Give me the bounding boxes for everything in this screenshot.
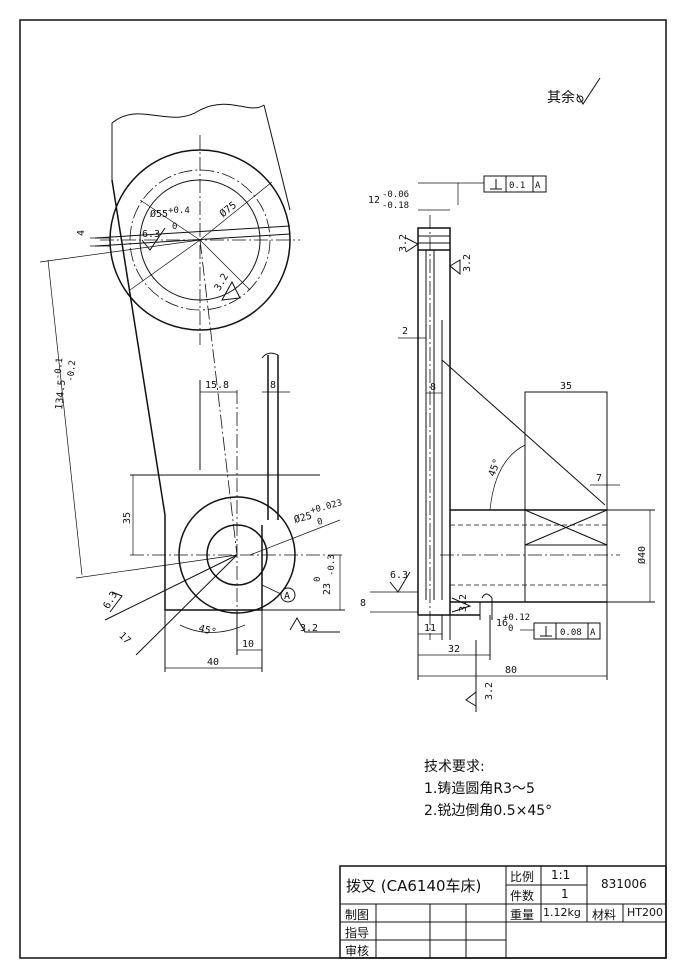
dim-11: 11: [424, 623, 436, 634]
roughness-icon: [221, 280, 241, 301]
roughness-icon: [141, 227, 166, 251]
review-label: 审核: [345, 944, 370, 958]
angle-45-a: 45°: [197, 623, 217, 638]
dim-8-b: 8: [430, 382, 436, 393]
drawn-by-label: 制图: [345, 908, 370, 922]
material-value: HT200: [627, 906, 663, 919]
material-label: 材料: [592, 908, 617, 922]
dim-35-right: 35: [560, 381, 572, 392]
datum-a-letter: A: [284, 591, 290, 602]
roughness-32-d: 3.2: [462, 254, 473, 272]
dim-23-tol-lower: -0.3: [327, 554, 337, 576]
dim-12-tol-upper: -0.06: [382, 190, 409, 200]
roughness-icon: [405, 237, 419, 253]
phi55-tol-lower: 0: [172, 222, 177, 232]
dim-32: 32: [448, 644, 460, 655]
dim-16: 16: [496, 618, 508, 629]
dim-40-left: 40: [207, 657, 219, 668]
roughness-63-a: 6.3: [142, 229, 160, 240]
scale-value: 1:1: [551, 868, 571, 882]
roughness-32-c: 3.2: [398, 234, 409, 252]
weight-value: 1.12kg: [543, 906, 581, 919]
qty-value: 1: [561, 887, 569, 901]
dim-16-tol-lower: 0: [508, 624, 513, 634]
roughness-63-c: 6.3: [390, 570, 408, 581]
dim-16-tol-upper: +0.12: [503, 613, 530, 623]
center-distance-tol-lower: -0.2: [66, 360, 78, 383]
perpendicular-icon: [540, 626, 552, 637]
dim-12: 12: [368, 195, 380, 206]
perp-datum-bottom: A: [590, 628, 596, 638]
roughness-32-b: 3.2: [300, 623, 318, 634]
weight-label: 重量: [510, 908, 535, 922]
dim-12-tol-lower: -0.18: [382, 201, 409, 211]
hub-block: [524, 391, 608, 603]
roughness-icon: [465, 691, 477, 707]
title-block: [339, 865, 667, 959]
center-distance-dim: 134.5-0.1: [50, 357, 70, 410]
dim-2: 2: [402, 326, 408, 337]
perp-datum-top: A: [535, 181, 541, 191]
roughness-circle-icon: [576, 95, 584, 103]
dim-80: 80: [505, 665, 517, 676]
dim-17: 17: [116, 630, 132, 646]
scale-label: 比例: [510, 870, 535, 884]
phi25-tol-lower: 0: [316, 517, 324, 528]
dim-10: 10: [242, 639, 254, 650]
perp-tol-bottom: 0.08: [560, 628, 582, 638]
qty-label: 件数: [510, 889, 535, 903]
drawing-border: [19, 19, 667, 959]
roughness-32-f: 3.2: [484, 682, 495, 700]
roughness-icon: [449, 259, 461, 276]
phi55-label: Ø55+0.4: [150, 206, 190, 220]
dim-35-left: 35: [122, 512, 133, 524]
perp-tol-top: 0.1: [509, 181, 525, 191]
roughness-32-e: 3.2: [458, 594, 469, 612]
fork-bore-circle: [129, 169, 271, 311]
dim-4: 4: [76, 230, 87, 236]
roughness-icon: [109, 591, 123, 613]
roughness-32-a: 3.2: [213, 272, 232, 293]
dim-7: 7: [596, 473, 602, 484]
phi40-label: Ø40: [636, 546, 648, 564]
dim-23-tol-upper: 0: [313, 577, 323, 582]
roughness-icon: [289, 617, 340, 633]
drawing-number: 831006: [601, 877, 647, 891]
break-line: [111, 103, 265, 124]
dim-8-a: 8: [270, 380, 276, 391]
part-name: 拨叉 (CA6140车床): [346, 877, 482, 895]
roughness-icon: [451, 597, 472, 613]
requirement-item-1: 1.铸造圆角R3～5: [424, 781, 535, 797]
datum-a-balloon: [280, 587, 296, 603]
dim-8-c: 8: [360, 598, 366, 609]
dim-15-8: 15.8: [205, 380, 229, 391]
phi75-label: Ø75: [217, 199, 239, 220]
requirement-item-2: 2.锐边倒角0.5×45°: [424, 803, 553, 819]
dim-23: 23: [322, 583, 333, 595]
fork-plate: [417, 227, 451, 251]
perpendicular-icon: [490, 179, 502, 190]
guide-label: 指导: [345, 926, 370, 940]
requirements-heading: 技术要求:: [424, 759, 485, 775]
roughness-symbol-icon: [576, 77, 601, 105]
perpendicularity-frame-top: [483, 175, 547, 193]
surface-finish-note: 其余: [547, 89, 575, 106]
roughness-63-b: 6.3: [102, 590, 121, 611]
perpendicularity-frame-bottom: [533, 622, 601, 640]
angle-45-b: 45°: [487, 457, 504, 478]
